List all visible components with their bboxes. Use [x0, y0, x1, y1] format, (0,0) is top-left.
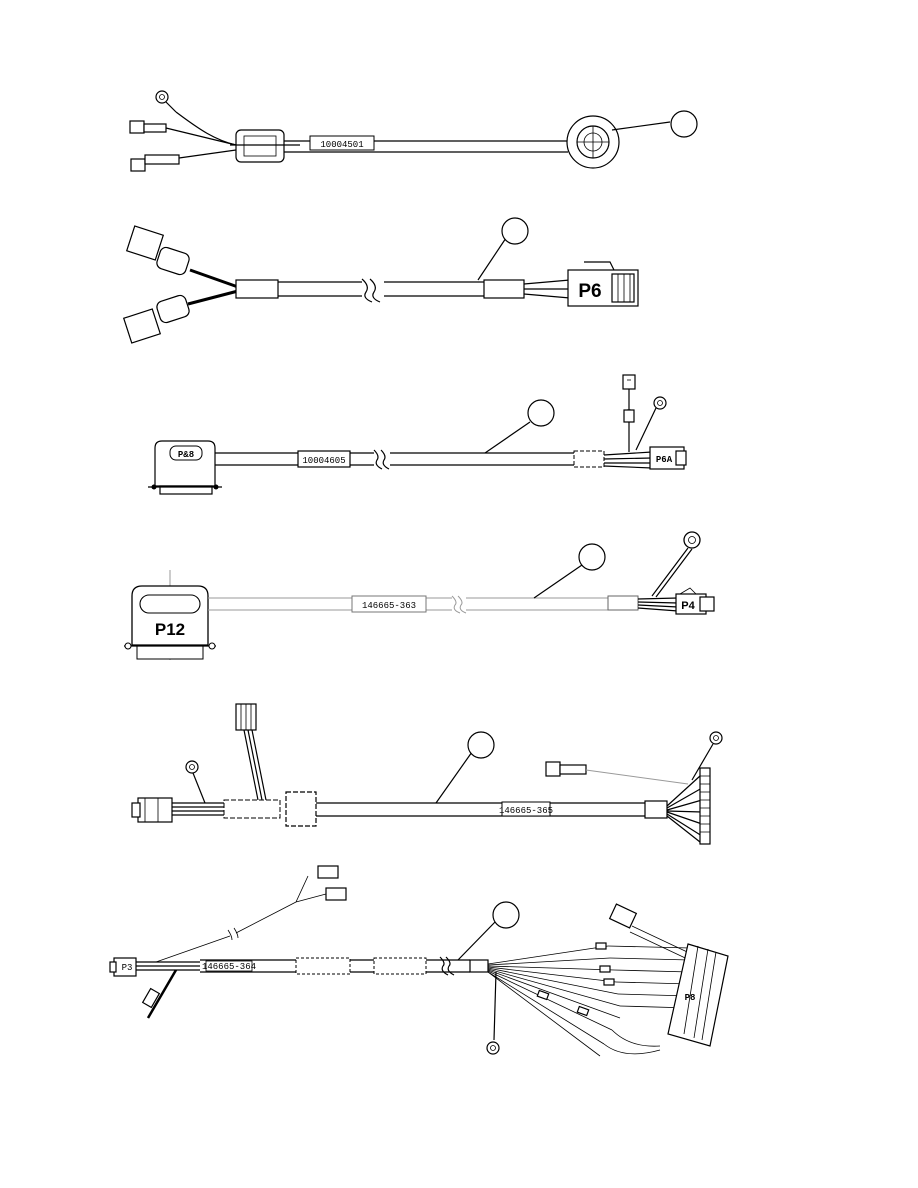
callout-leader: [611, 121, 671, 131]
callout-leader: [477, 237, 507, 281]
grommet: [285, 791, 317, 827]
callout-bubble: [501, 217, 529, 245]
callout-bubble: [492, 901, 520, 929]
connector-label: P6A: [656, 455, 673, 465]
twin-terminal: [317, 865, 347, 901]
spade-terminal: [130, 149, 237, 172]
cable-label: 146665-363: [362, 601, 416, 611]
cable-label-box: [351, 595, 427, 613]
harness-5: 146665-365: [131, 703, 723, 845]
sleeve: [483, 279, 525, 299]
spade-terminal: [622, 374, 636, 452]
cable-label-box: [309, 135, 375, 151]
ring-terminal: [155, 90, 177, 113]
connector-label: P&8: [178, 450, 194, 460]
connector-label: P8: [685, 993, 696, 1003]
callout-leader: [533, 564, 583, 599]
callout-leader: [435, 751, 473, 804]
connector-right: [699, 767, 711, 845]
connector-label: P4: [681, 600, 695, 612]
inline-terminals: [536, 942, 615, 1017]
ring-terminal: [185, 760, 206, 804]
cable-label: 146665-364: [202, 962, 256, 972]
harness-4: P12 146665-363 P4: [124, 531, 715, 660]
ring-terminal: [635, 396, 667, 451]
ring-terminal: [486, 971, 500, 1055]
connector-label: P6: [578, 281, 601, 302]
spade-terminal: [129, 120, 237, 146]
harness-2: P6: [122, 217, 639, 344]
connector-p12: P12: [124, 585, 216, 660]
cable-label-box: [205, 960, 253, 972]
connector-p4: P4: [675, 587, 715, 615]
ring-terminal: [691, 731, 723, 781]
ring-terminal: [651, 531, 701, 598]
sleeve: [644, 800, 668, 819]
ferrite-bead: [230, 129, 300, 163]
connector-p8: P&8: [148, 440, 222, 495]
sleeve: [573, 450, 605, 468]
callout-bubble: [467, 731, 495, 759]
harness-6: P3 146665-364: [109, 865, 729, 1057]
sleeve: [373, 957, 427, 975]
connector-p6a: P6A: [649, 446, 687, 470]
harness-1: 10004501: [129, 90, 698, 172]
cable-label-box: [501, 801, 551, 817]
spade-terminal: [545, 761, 689, 785]
callout-bubble: [670, 110, 698, 138]
connector-label: P3: [122, 963, 133, 973]
callout-bubble: [578, 543, 606, 571]
break-mark: [361, 278, 381, 303]
break-mark: [451, 595, 467, 614]
harness-3: P&8 10004605 P6A: [148, 374, 687, 495]
cable-label: 146665-365: [499, 806, 553, 816]
connector-p6: P6: [567, 261, 639, 307]
sleeve: [223, 799, 281, 819]
sleeve: [235, 279, 279, 299]
sleeve: [295, 957, 351, 975]
callout-leader: [484, 421, 531, 454]
spade-terminal: [122, 289, 239, 344]
callout-leader: [457, 920, 497, 961]
break-mark: [373, 449, 390, 470]
round-connector: [566, 115, 620, 169]
cable-label: 10004605: [302, 456, 345, 466]
spade-terminal: [125, 225, 239, 289]
connector-left: [131, 797, 173, 823]
connector-top: [235, 703, 267, 801]
break-mark: [439, 956, 455, 976]
callout-bubble: [527, 399, 555, 427]
connector-p8: P8: [667, 943, 729, 1047]
cable-label-box: [297, 450, 351, 468]
connector-p3: P3: [109, 957, 137, 977]
connector-label: P12: [155, 620, 185, 639]
sleeve: [607, 595, 639, 611]
cable-label: 10004501: [320, 140, 363, 150]
